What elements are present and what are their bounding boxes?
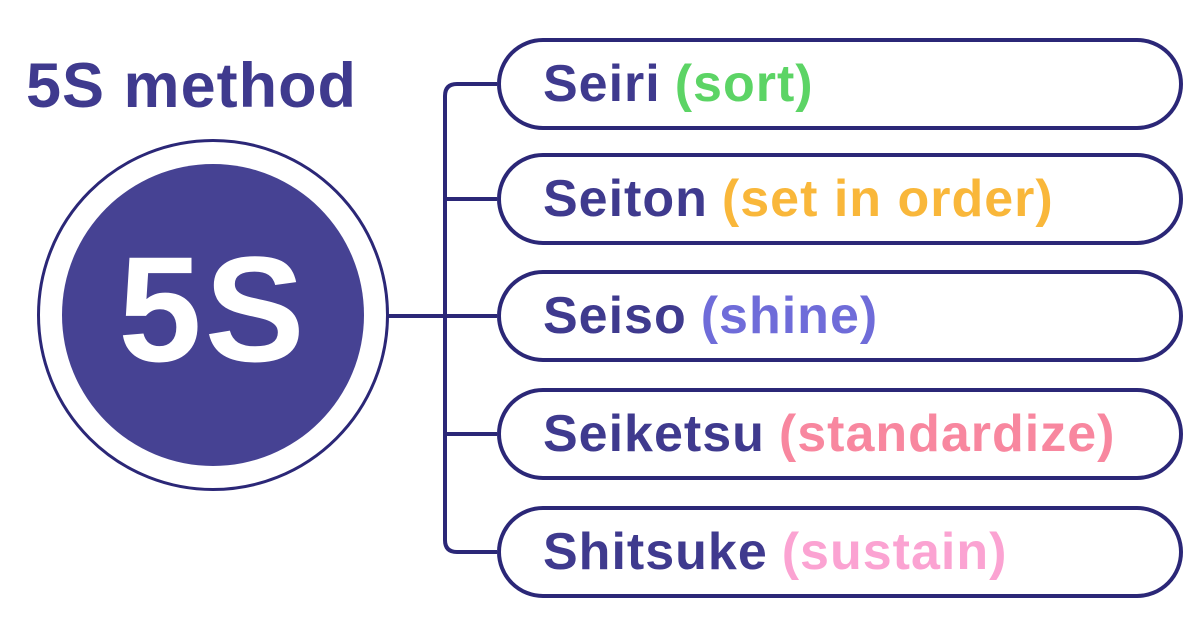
pill-seiton: Seiton (set in order)	[497, 153, 1183, 245]
pill-seiri: Seiri (sort)	[497, 38, 1183, 130]
pill-translation: (sort)	[674, 55, 814, 113]
pill-name: Seiketsu	[543, 405, 765, 463]
pill-translation: (sustain)	[781, 523, 1008, 581]
pill-name: Seiton	[543, 170, 708, 228]
pill-name: Seiso	[543, 287, 687, 345]
page-title: 5S method	[26, 51, 358, 121]
pill-seiso: Seiso (shine)	[497, 270, 1183, 362]
pill-name: Seiri	[543, 55, 661, 113]
five-s-circle-fill: 5S	[62, 164, 364, 466]
five-s-circle: 5S	[37, 139, 389, 491]
pill-name: Shitsuke	[543, 523, 768, 581]
pill-translation: (set in order)	[721, 170, 1054, 228]
pill-shitsuke: Shitsuke (sustain)	[497, 506, 1183, 598]
pill-translation: (shine)	[700, 287, 879, 345]
pill-seiketsu: Seiketsu (standardize)	[497, 388, 1183, 480]
five-s-badge-label: 5S	[118, 225, 308, 393]
pill-translation: (standardize)	[778, 405, 1116, 463]
